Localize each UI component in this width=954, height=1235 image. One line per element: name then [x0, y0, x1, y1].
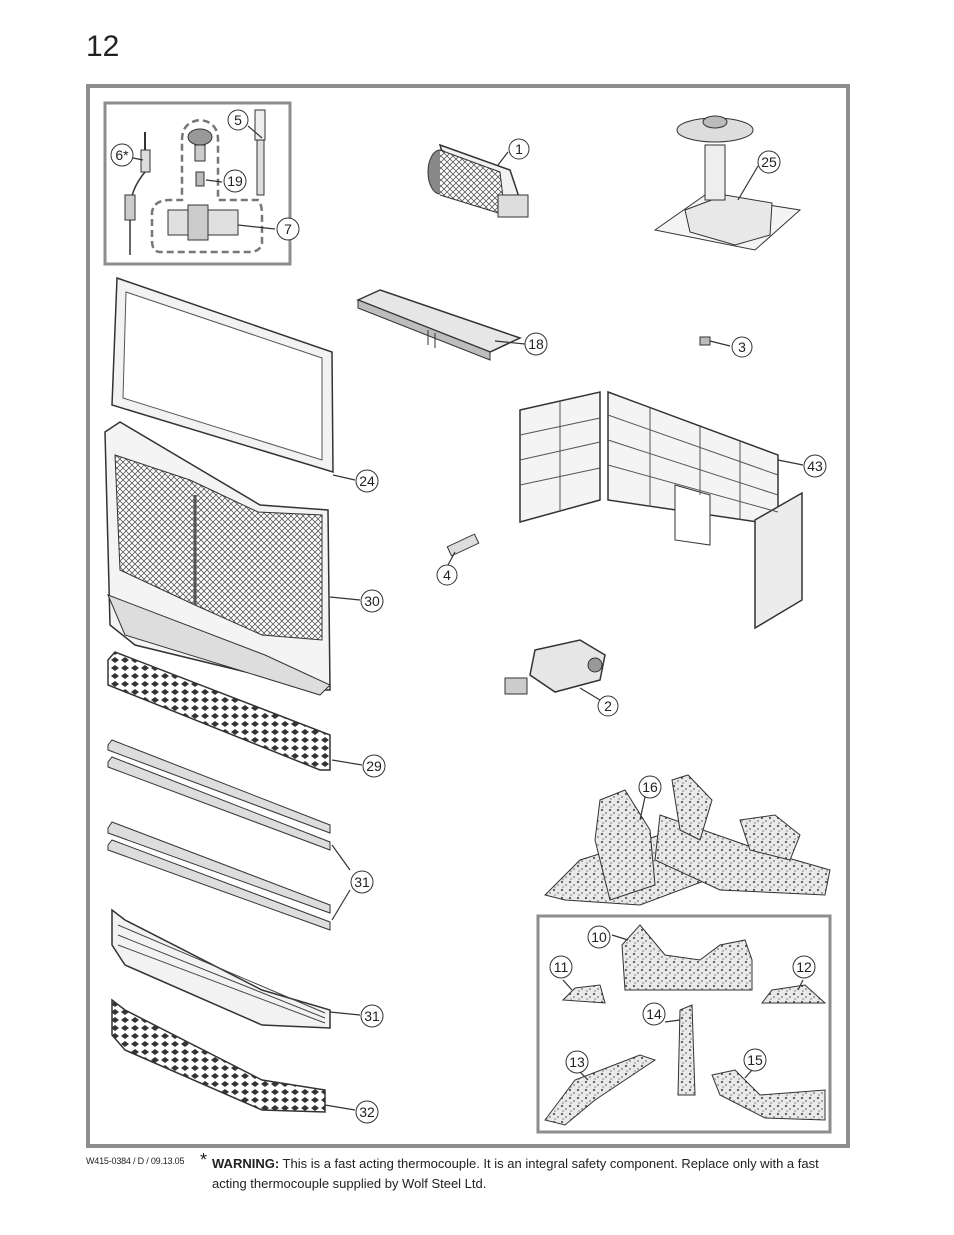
footnote-marker: *	[200, 1150, 208, 1170]
callout-24: 24	[355, 469, 379, 493]
igniter-part	[446, 533, 480, 557]
svg-text:2: 2	[604, 698, 612, 714]
svg-text:15: 15	[747, 1052, 763, 1068]
svg-text:25: 25	[761, 154, 777, 170]
svg-text:12: 12	[796, 959, 812, 975]
svg-text:10: 10	[591, 929, 607, 945]
page-number: 12	[86, 30, 120, 63]
document-code: W415-0384 / D / 09.13.05	[86, 1156, 185, 1166]
svg-text:13: 13	[569, 1054, 585, 1070]
callout-43: 43	[803, 454, 827, 478]
svg-text:5: 5	[234, 112, 242, 128]
decorative-panel-part	[111, 998, 326, 1113]
burner-tray-part	[356, 289, 523, 361]
svg-text:31: 31	[364, 1008, 380, 1024]
svg-text:19: 19	[227, 173, 243, 189]
svg-text:1: 1	[515, 141, 523, 157]
callout-3: 3	[731, 336, 753, 358]
svg-text:24: 24	[359, 473, 375, 489]
brick-panels-part	[519, 390, 803, 630]
callout-4: 4	[436, 564, 458, 586]
callout-5: 5	[227, 109, 249, 131]
callout-31a: 31	[350, 870, 374, 894]
parts-diagram-frame	[86, 84, 850, 1148]
pilot-assembly-inset	[103, 101, 292, 266]
svg-text:14: 14	[646, 1006, 662, 1022]
callout-2: 2	[597, 695, 619, 717]
svg-text:11: 11	[554, 959, 569, 975]
callout-31b: 31	[360, 1004, 384, 1028]
callout-14: 14	[642, 1002, 666, 1026]
svg-text:4: 4	[443, 567, 451, 583]
svg-text:43: 43	[807, 458, 823, 474]
gas-valve-part	[504, 639, 606, 695]
warning-label: WARNING:	[212, 1156, 280, 1171]
svg-text:29: 29	[366, 758, 382, 774]
front-screen-part	[104, 421, 331, 696]
callout-32: 32	[355, 1100, 379, 1124]
leader-lines	[132, 125, 804, 1111]
callout-10: 10	[587, 925, 611, 949]
svg-text:6*: 6*	[115, 147, 129, 163]
callout-29: 29	[362, 754, 386, 778]
callout-18: 18	[524, 332, 548, 356]
louvre-part	[107, 651, 331, 771]
callout-15: 15	[743, 1048, 767, 1072]
fitting-part	[699, 336, 711, 346]
callout-30: 30	[360, 589, 384, 613]
callout-11: 11	[549, 955, 573, 979]
callout-16: 16	[638, 775, 662, 799]
blower-part	[427, 143, 529, 218]
louvre-set-part	[111, 908, 331, 1029]
svg-text:30: 30	[364, 593, 380, 609]
log-pieces-inset	[536, 914, 832, 1134]
svg-text:3: 3	[738, 339, 746, 355]
svg-text:31: 31	[354, 874, 370, 890]
callout-12: 12	[792, 955, 816, 979]
callout-6: 6*	[110, 143, 134, 167]
svg-text:18: 18	[528, 336, 544, 352]
callout-19: 19	[223, 169, 247, 193]
svg-text:16: 16	[642, 779, 658, 795]
svg-text:32: 32	[359, 1104, 375, 1120]
svg-text:7: 7	[284, 221, 292, 237]
glass-door-part	[111, 276, 334, 474]
log-set-part	[544, 774, 831, 906]
callout-25: 25	[757, 150, 781, 174]
callout-1: 1	[508, 138, 530, 160]
warning-text: This is a fast acting thermocouple. It i…	[212, 1156, 819, 1191]
vent-cap-part	[653, 115, 802, 251]
trim-bars-part	[107, 739, 331, 931]
warning-footnote: WARNING: This is a fast acting thermocou…	[212, 1154, 852, 1194]
callout-7: 7	[276, 217, 300, 241]
callout-13: 13	[565, 1050, 589, 1074]
